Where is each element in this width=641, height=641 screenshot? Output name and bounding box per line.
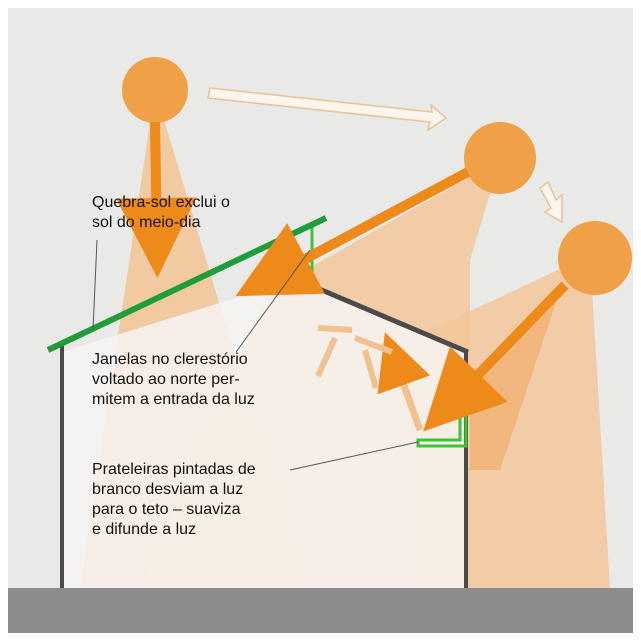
annotation-brise-soleil: Quebra-sol exclui o sol do meio-dia (92, 194, 230, 231)
leader-line-brise (92, 239, 98, 331)
bounce-arrow (353, 335, 394, 355)
annotation-light-shelves: Prateleiras pintadas de branco desviam a… (92, 461, 256, 538)
leader-line-shelves (289, 441, 419, 471)
sunlight-arrow-icon (235, 167, 471, 297)
bounce-arrow (317, 325, 353, 333)
sun-icon (558, 221, 632, 295)
bounce-arrow (315, 336, 338, 378)
bounce-arrow (377, 332, 431, 432)
sunlight-arrow-icon (423, 281, 569, 432)
light-cone-evening (430, 255, 610, 588)
sun-path-arrow-icon (207, 87, 448, 132)
annotation-clerestory: Janelas no clerestório voltado ao norte … (92, 351, 255, 408)
leader-line-clerestory (235, 249, 311, 353)
ground (8, 588, 633, 633)
sun-icon (464, 122, 536, 194)
sun-icon (122, 57, 188, 123)
roof (297, 277, 469, 355)
sunlight-arrow-icon (116, 121, 197, 278)
sun-path-arrow-icon (539, 180, 563, 224)
bounce-arrow (362, 349, 379, 389)
